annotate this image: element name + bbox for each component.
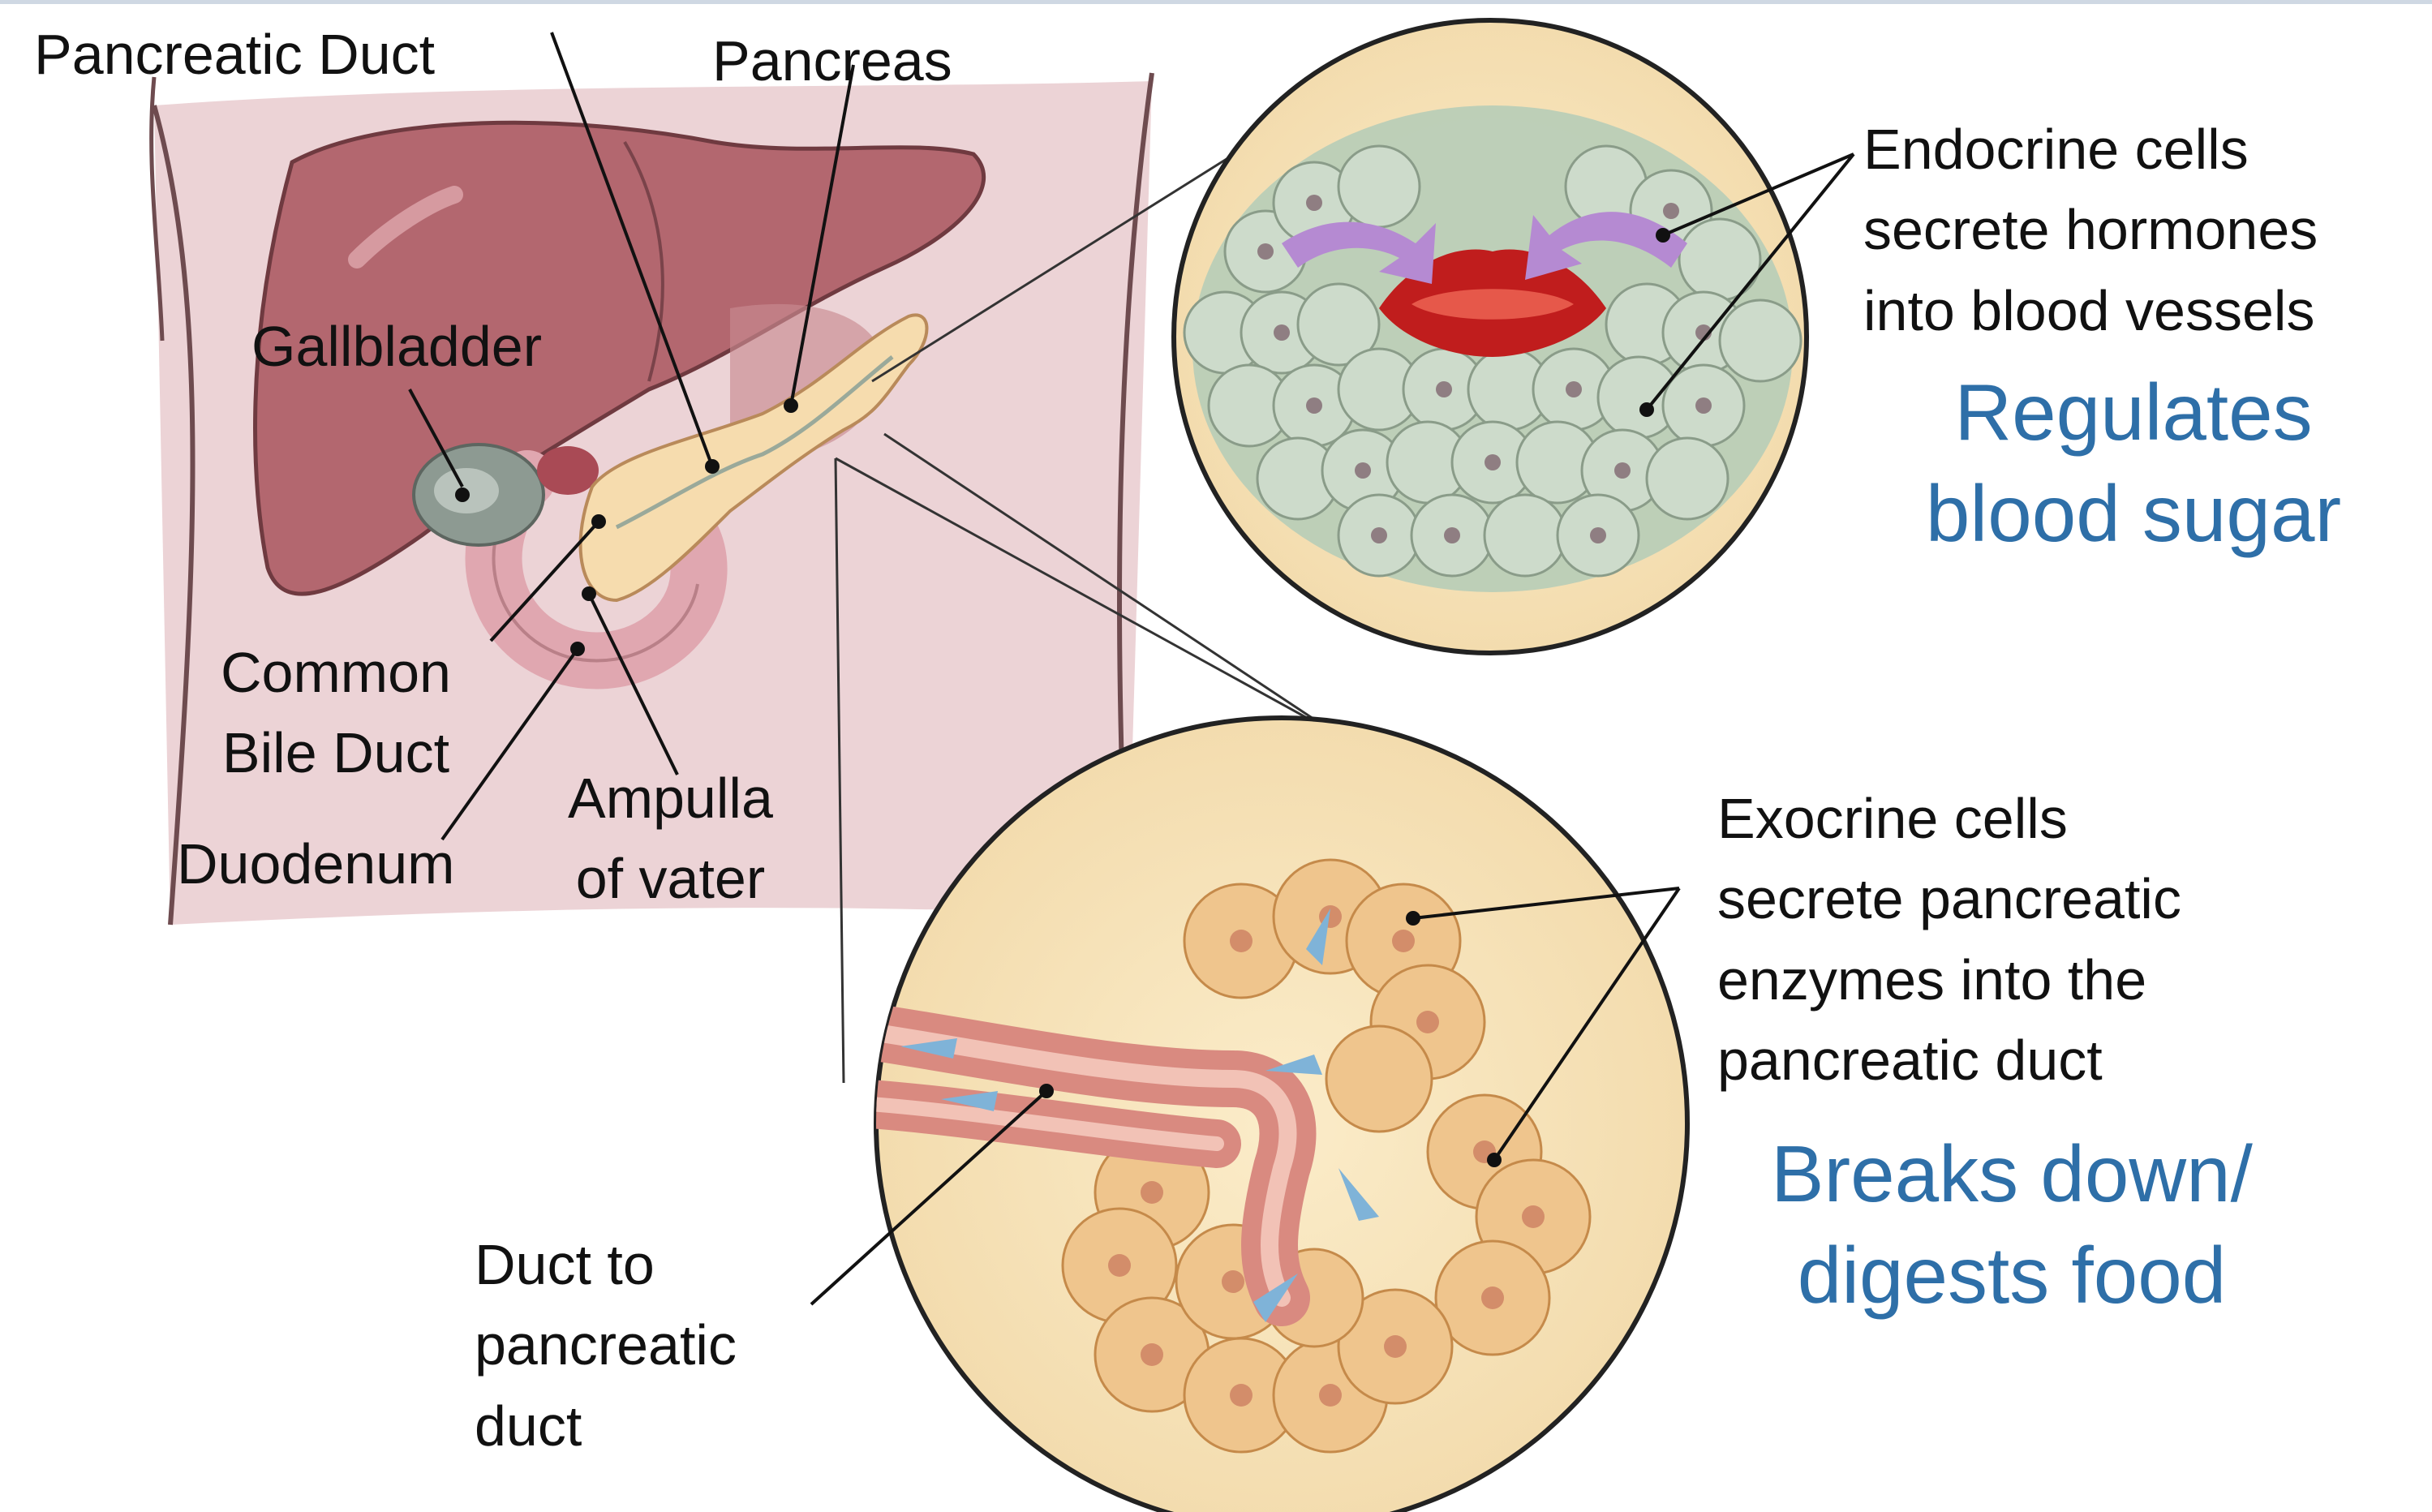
label-duodenum: Duodenum	[177, 835, 454, 892]
exocrine-line2: secrete pancreatic	[1717, 859, 2181, 939]
endocrine-line1: Endocrine cells	[1863, 110, 2318, 190]
endocrine-line2: secrete hormones	[1863, 190, 2318, 270]
endocrine-function-line2: blood sugar	[1858, 463, 2409, 565]
label-gallbladder: Gallbladder	[251, 318, 542, 375]
exocrine-line3: enzymes into the	[1717, 940, 2181, 1020]
exocrine-function: Breaks down/ digests food	[1712, 1123, 2312, 1327]
label-ampulla-line2: of vater	[568, 839, 773, 919]
endocrine-function-line1: Regulates	[1858, 362, 2409, 463]
label-ampulla-line1: Ampulla	[568, 758, 773, 839]
endocrine-function: Regulates blood sugar	[1858, 362, 2409, 565]
endocrine-line3: into blood vessels	[1863, 271, 2318, 351]
label-ampulla-of-vater: Ampulla of vater	[568, 758, 773, 920]
label-duct-to-line3: duct	[475, 1386, 737, 1467]
endocrine-description: Endocrine cells secrete hormones into bl…	[1863, 110, 2318, 351]
label-common-bile-duct-line2: Bile Duct	[221, 713, 451, 793]
label-common-bile-duct-line1: Common	[221, 633, 451, 713]
endocrine-zoom	[1174, 20, 1807, 653]
label-pancreatic-duct: Pancreatic Duct	[34, 26, 435, 83]
exocrine-line1: Exocrine cells	[1717, 779, 2181, 859]
exocrine-description: Exocrine cells secrete pancreatic enzyme…	[1717, 779, 2181, 1102]
label-duct-to-line2: pancreatic	[475, 1305, 737, 1385]
label-pancreas: Pancreas	[712, 32, 952, 89]
label-common-bile-duct: Common Bile Duct	[221, 633, 451, 794]
exocrine-line4: pancreatic duct	[1717, 1020, 2181, 1101]
label-duct-to-line1: Duct to	[475, 1225, 737, 1305]
exocrine-function-line1: Breaks down/	[1712, 1123, 2312, 1225]
label-duct-to-pancreatic-duct: Duct to pancreatic duct	[475, 1225, 737, 1467]
exocrine-function-line2: digests food	[1712, 1225, 2312, 1326]
